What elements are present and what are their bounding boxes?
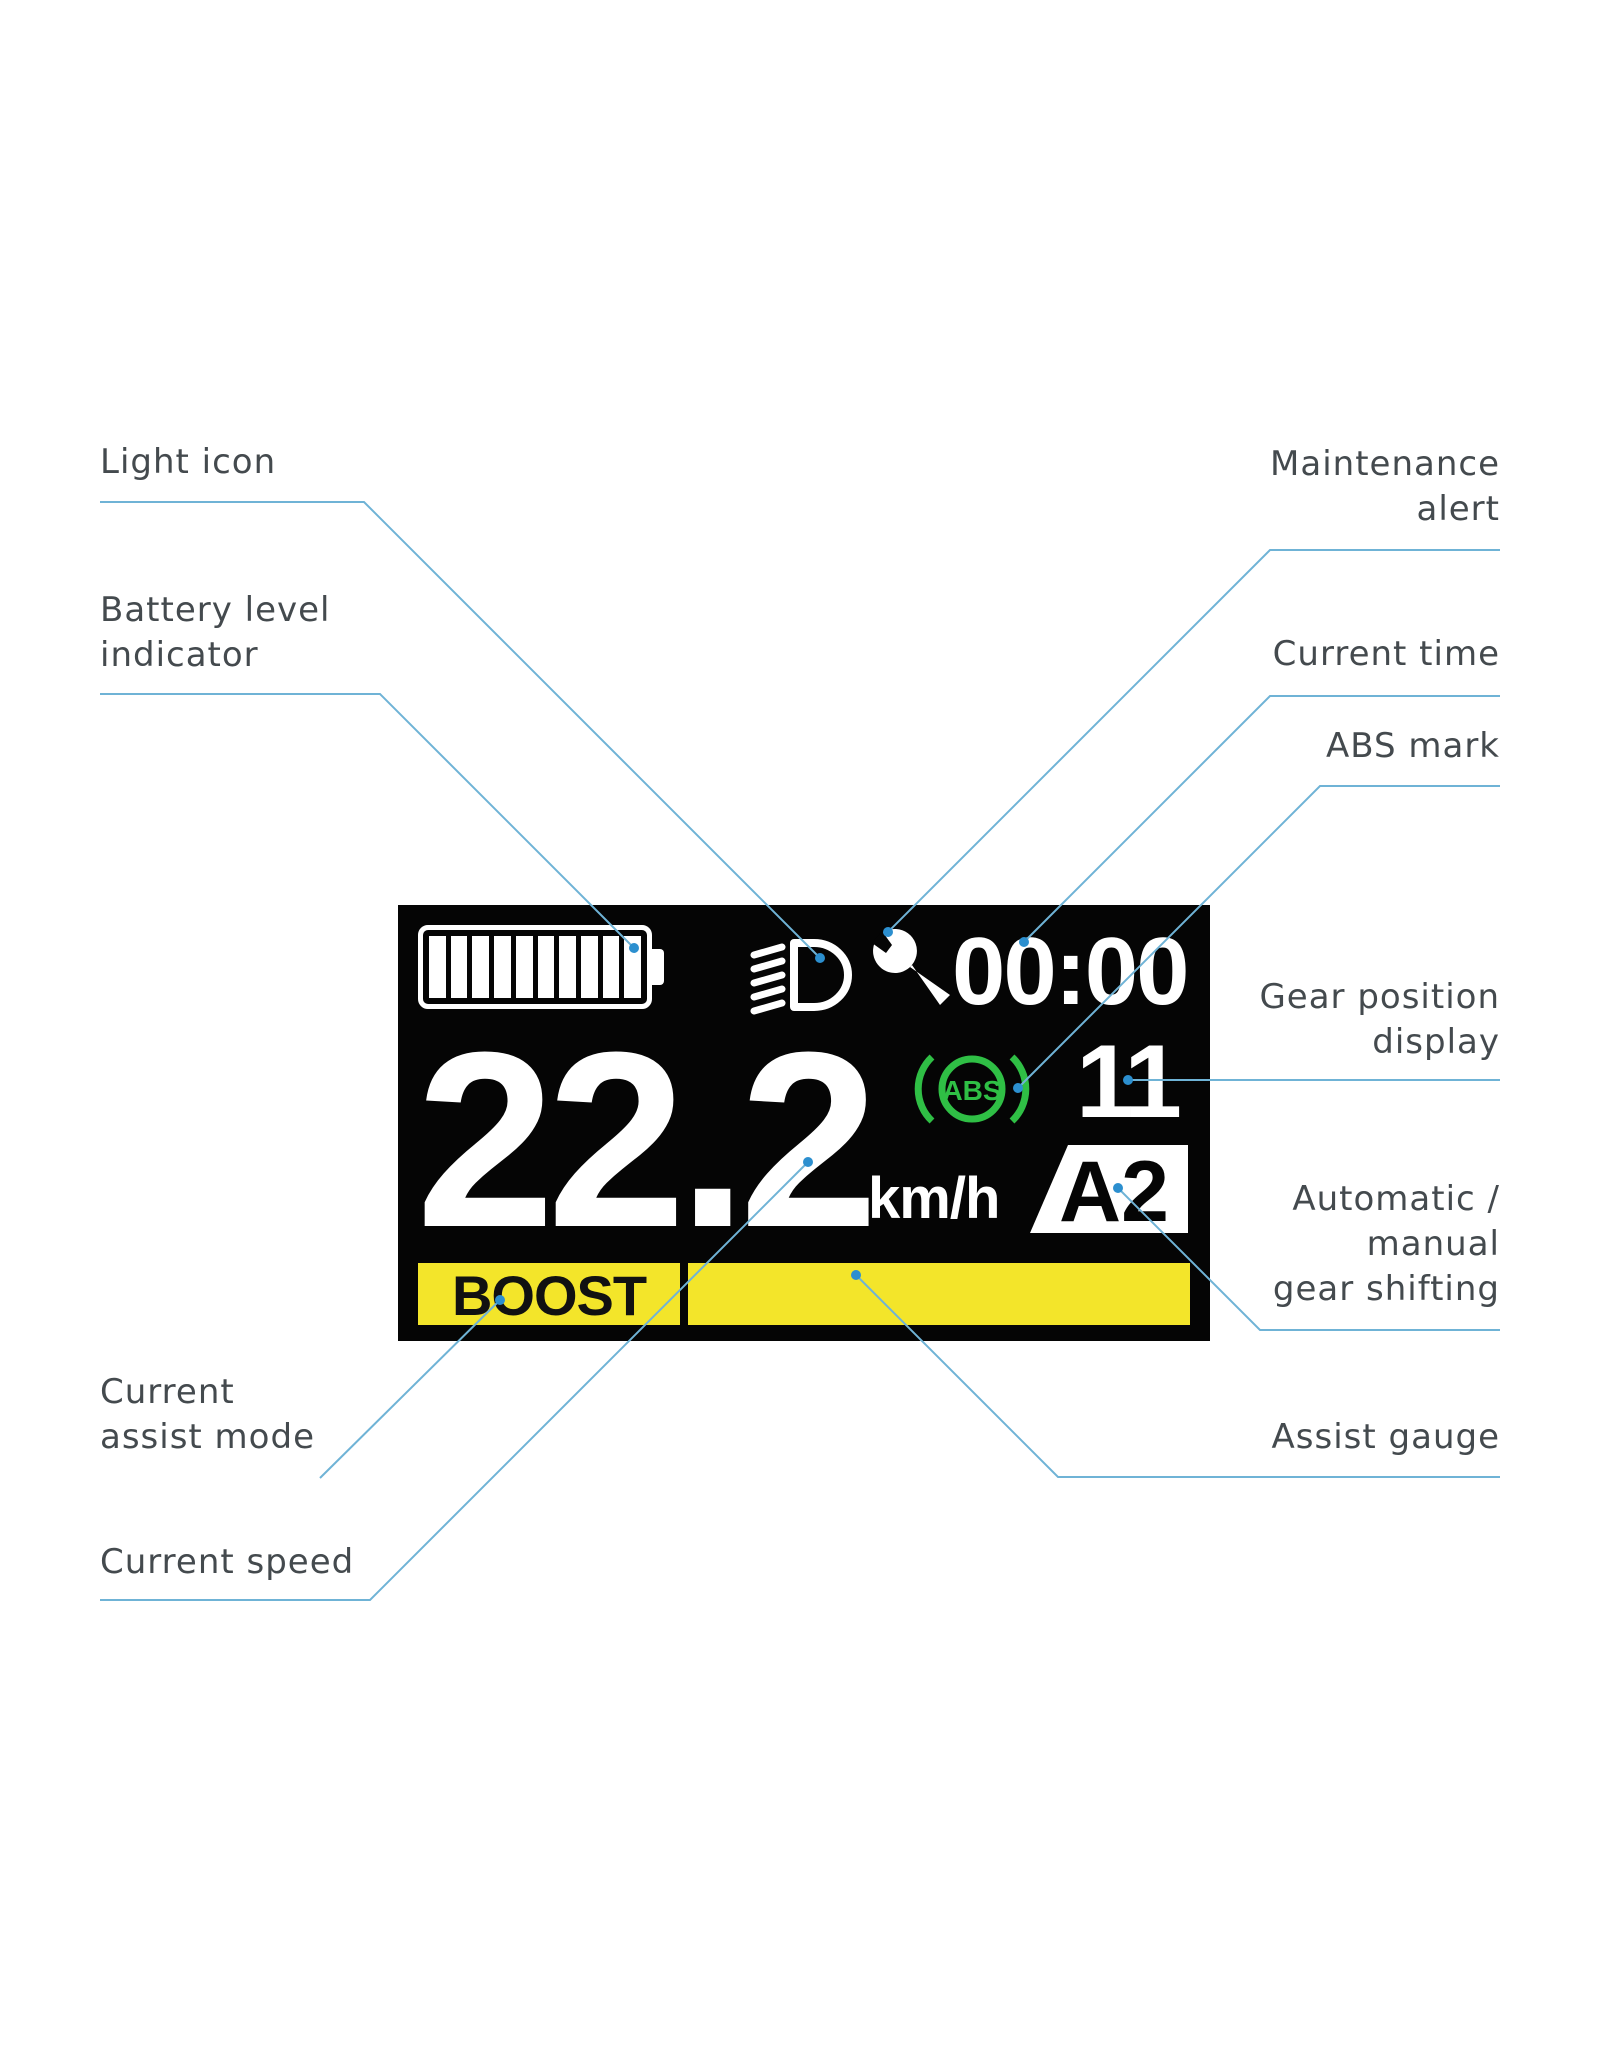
battery-cell [515, 936, 533, 998]
label-battery-level: Battery level indicator [100, 590, 331, 675]
battery-cell [559, 936, 576, 998]
label-assist-gauge: Assist gauge [1271, 1417, 1500, 1457]
abs-icon: ABS [914, 1054, 1030, 1124]
cycle-computer-display: 00:00 22.2 km/h ABS 11 A2 BOOST [398, 905, 1210, 1341]
battery-cell [450, 936, 468, 998]
battery-cell [429, 936, 446, 998]
current-speed-readout: 22.2 [416, 1000, 879, 1279]
battery-cell [602, 936, 620, 998]
label-gear-shifting: Automatic / manual gear shifting [1272, 1179, 1500, 1309]
label-current-assist-mode: Current assist mode [100, 1372, 315, 1457]
gear-position-readout: 11 [1076, 1024, 1182, 1140]
battery-cell [494, 936, 511, 998]
headlight-icon [750, 939, 852, 1015]
battery-cell [537, 936, 555, 998]
label-current-time: Current time [1272, 634, 1500, 674]
battery-icon [418, 925, 652, 1009]
label-light-icon: Light icon [100, 442, 277, 482]
shift-mode-text: A2 [1059, 1144, 1169, 1235]
label-gear-position: Gear position display [1259, 977, 1500, 1062]
battery-terminal [652, 949, 664, 985]
battery-cell [580, 936, 598, 998]
wrench-icon [872, 928, 950, 1005]
assist-mode-text: BOOST [451, 1264, 647, 1327]
battery-cell [472, 936, 490, 998]
assist-gauge-bar [688, 1263, 1190, 1325]
label-current-speed: Current speed [100, 1542, 355, 1582]
leader-light-icon [100, 501, 821, 959]
speed-unit: km/h [868, 1166, 1000, 1231]
shift-mode-badge: A2 [1030, 1144, 1188, 1235]
label-abs-mark: ABS mark [1326, 726, 1500, 766]
battery-cell [624, 936, 642, 998]
abs-text: ABS [942, 1075, 1001, 1106]
current-time-readout: 00:00 [952, 918, 1190, 1025]
label-maintenance-alert: Maintenance alert [1270, 444, 1500, 529]
assist-mode-box: BOOST [418, 1263, 680, 1327]
